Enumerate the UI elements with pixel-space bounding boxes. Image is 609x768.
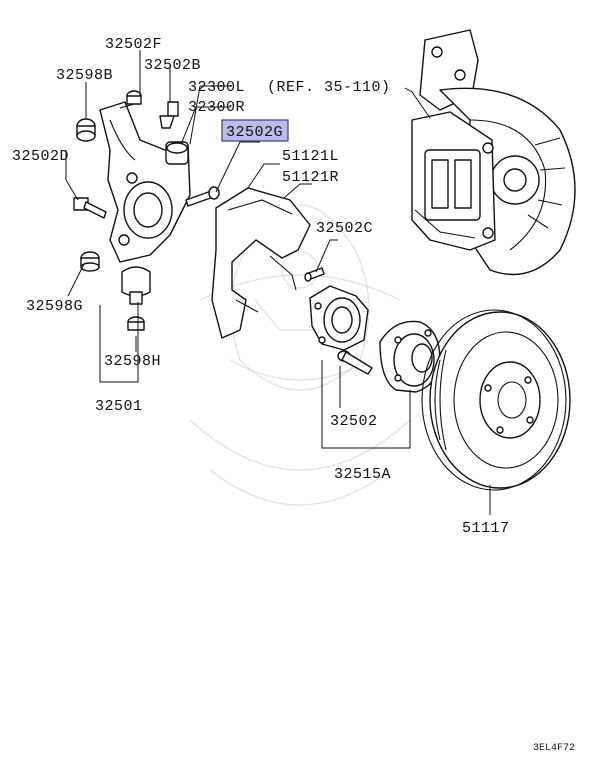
leader-lines <box>65 50 491 515</box>
label-32502F[interactable]: 32502F <box>105 36 162 53</box>
steering-knuckle <box>99 101 191 263</box>
label-32502[interactable]: 32502 <box>330 413 378 430</box>
wheel-hub <box>379 320 441 393</box>
screw-32502C <box>304 267 325 282</box>
brake-rotor <box>421 309 571 491</box>
label-32300L[interactable]: 32300L <box>188 79 245 96</box>
label-32502B[interactable]: 32502B <box>144 57 201 74</box>
part-labels: 32502F 32598B 32502B 32300L (REF. 35-110… <box>12 36 575 754</box>
hub-stud-32502 <box>337 350 373 375</box>
label-32598B[interactable]: 32598B <box>56 67 113 84</box>
label-51121R[interactable]: 51121R <box>282 169 339 186</box>
label-32598H[interactable]: 32598H <box>104 353 161 370</box>
label-32502G[interactable]: 32502G <box>226 124 283 141</box>
label-32598G[interactable]: 32598G <box>26 298 83 315</box>
bolt-32502D <box>73 197 107 219</box>
nut-32598H <box>127 316 145 331</box>
highlight-box-32502G <box>221 119 289 142</box>
bolt-32502B <box>159 101 179 129</box>
label-32501[interactable]: 32501 <box>95 398 143 415</box>
nut-32598B <box>76 118 96 142</box>
ball-joint-32501 <box>121 266 151 305</box>
nut-32598G <box>80 251 100 272</box>
bolt-32502G <box>185 186 220 207</box>
label-32502C[interactable]: 32502C <box>316 220 373 237</box>
label-32502D[interactable]: 32502D <box>12 148 69 165</box>
label-51121L[interactable]: 51121L <box>282 148 339 165</box>
label-32300R[interactable]: 32300R <box>188 99 245 116</box>
bolt-32502F <box>119 90 142 109</box>
dust-shield <box>211 187 311 339</box>
label-51117[interactable]: 51117 <box>462 520 510 537</box>
caliper-knuckle-reference <box>411 29 576 276</box>
label-32515A[interactable]: 32515A <box>334 466 391 483</box>
hub-bearing <box>309 285 369 351</box>
diagram-code: 3EL4F72 <box>533 743 575 754</box>
label-reference-35-110[interactable]: (REF. 35-110) <box>267 79 391 96</box>
